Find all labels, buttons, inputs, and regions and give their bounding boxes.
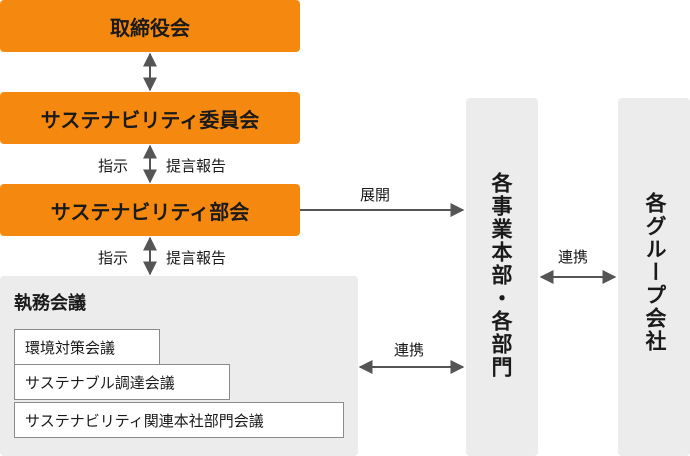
report-label-1: 提言報告 [166, 157, 227, 175]
coop-executive-label: 連携 [394, 341, 425, 359]
report-label-2: 提言報告 [166, 249, 227, 267]
coop-group-label: 連携 [558, 248, 589, 266]
subcommittee-box: サステナビリティ部会 [0, 184, 300, 236]
board-box: 取締役会 [0, 0, 300, 52]
sub-item-procurement: サステナブル調達会議 [14, 364, 230, 400]
divisions-panel [466, 98, 538, 456]
subcommittee-label: サステナビリティ部会 [50, 199, 250, 224]
divisions-label: 各事業本部・各部門 [489, 172, 513, 379]
sub-item-environment: 環境対策会議 [14, 329, 160, 365]
instruct-label-1: 指示 [98, 157, 129, 175]
board-label: 取締役会 [110, 15, 190, 40]
sub-item-hq-departments: サステナビリティ関連本社部門会議 [14, 402, 344, 438]
instruct-label-2: 指示 [98, 249, 129, 267]
committee-box: サステナビリティ委員会 [0, 92, 300, 144]
group-companies-label: 各グループ会社 [643, 192, 667, 353]
committee-label: サステナビリティ委員会 [40, 107, 260, 132]
group-companies-panel [618, 98, 690, 456]
deploy-label: 展開 [360, 186, 391, 204]
executive-title: 執務会議 [14, 293, 86, 314]
